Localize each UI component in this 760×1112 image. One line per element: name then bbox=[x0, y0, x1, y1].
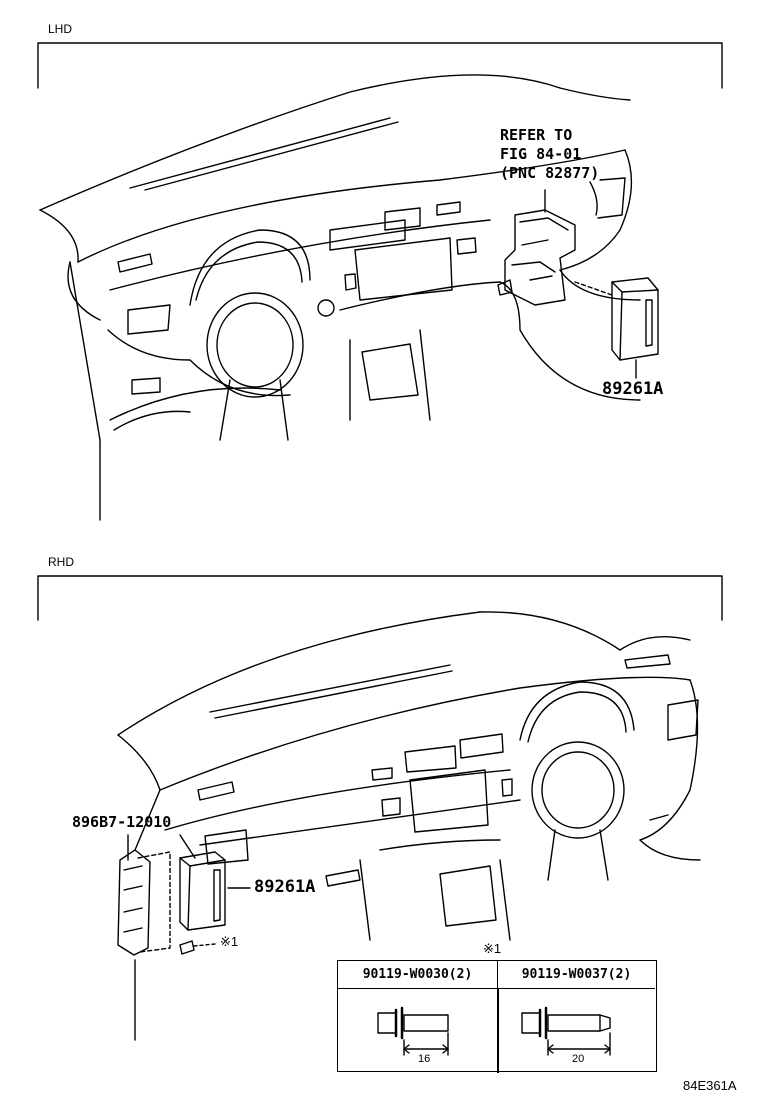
lhd-frame bbox=[37, 42, 723, 89]
lhd-dashboard-drawing bbox=[39, 74, 641, 521]
fastener-table-title: ※1 bbox=[483, 941, 502, 956]
lhd-ecu-module bbox=[574, 277, 659, 379]
fastener-table: 90119-W0030(2) 90119-W0037(2) bbox=[337, 960, 657, 1073]
lhd-refer-to-callout: REFER TO FIG 84-01 (PNC 82877) bbox=[500, 126, 600, 182]
lhd-junction-block bbox=[497, 189, 576, 306]
rhd-bracket bbox=[117, 834, 171, 956]
rhd-screw bbox=[179, 940, 216, 955]
rhd-bracket-part-number: 896B7-12010 bbox=[72, 813, 172, 831]
fastener-table-divider bbox=[497, 989, 499, 1073]
rhd-section-label: RHD bbox=[48, 555, 74, 569]
rhd-ecu-part-number: 89261A bbox=[254, 877, 316, 897]
fastener-part-left: 90119-W0030(2) bbox=[338, 961, 498, 989]
rhd-dashboard-drawing bbox=[117, 611, 701, 1041]
fastener-bolt-left bbox=[377, 1006, 449, 1056]
fastener-length-right: 20 bbox=[572, 1053, 585, 1065]
lhd-ecu-part-number: 89261A bbox=[602, 379, 664, 399]
fastener-part-right: 90119-W0037(2) bbox=[498, 961, 655, 989]
lhd-section-label: LHD bbox=[48, 22, 73, 36]
fastener-length-left: 16 bbox=[418, 1053, 431, 1065]
rhd-note-mark: ※1 bbox=[220, 934, 239, 949]
rhd-ecu-module bbox=[179, 834, 251, 931]
figure-code: 84E361A bbox=[683, 1078, 737, 1093]
fastener-bolt-right bbox=[521, 1006, 611, 1056]
rhd-frame bbox=[37, 575, 723, 621]
